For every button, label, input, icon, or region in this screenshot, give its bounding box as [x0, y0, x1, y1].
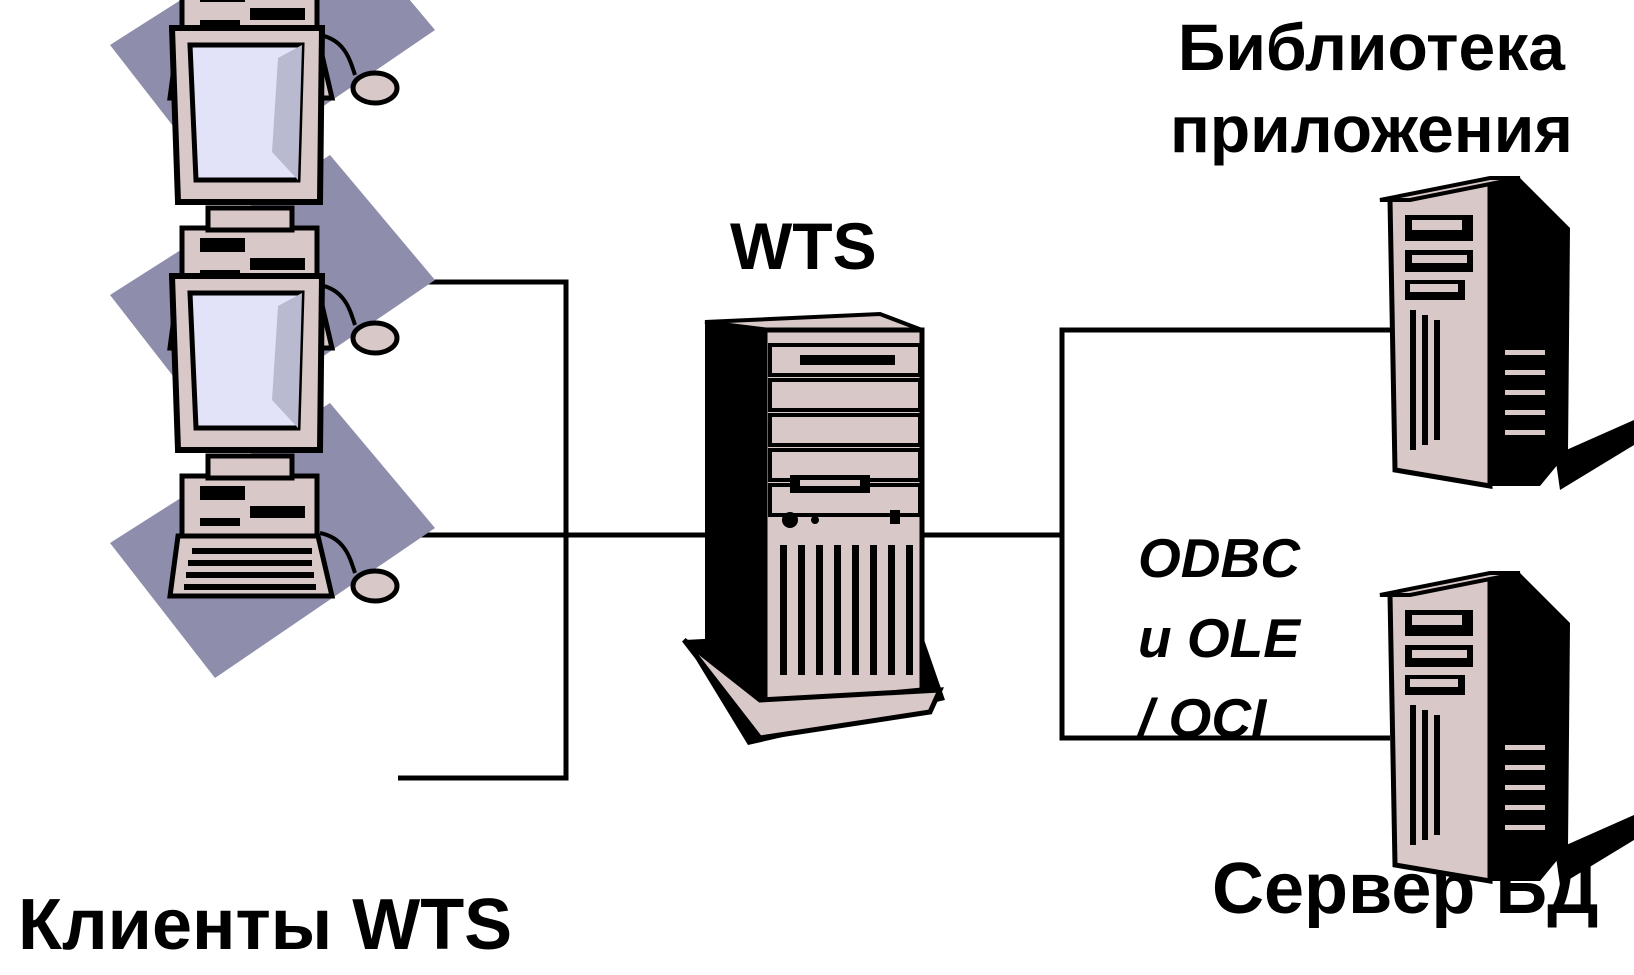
wts-server-icon	[682, 311, 945, 745]
clients-label: Клиенты WTS	[18, 885, 513, 965]
library-label-line2: приложения	[1170, 92, 1573, 166]
db-server-icon	[1380, 573, 1634, 885]
protocol-label: ODBC и OLE / OCI	[1138, 518, 1300, 758]
wts-label: WTS	[730, 209, 877, 283]
protocol-label-line3: / OCI	[1138, 687, 1267, 749]
protocol-label-line1: ODBC	[1138, 527, 1300, 589]
library-label-line1: Библиотека	[1177, 10, 1565, 84]
connection-lines	[398, 279, 1390, 781]
db-server-label: Сервер БД	[1212, 849, 1599, 929]
library-label: Библиотека приложения	[1170, 6, 1573, 170]
library-server-icon	[1380, 178, 1634, 490]
protocol-label-line2: и OLE	[1138, 607, 1300, 669]
